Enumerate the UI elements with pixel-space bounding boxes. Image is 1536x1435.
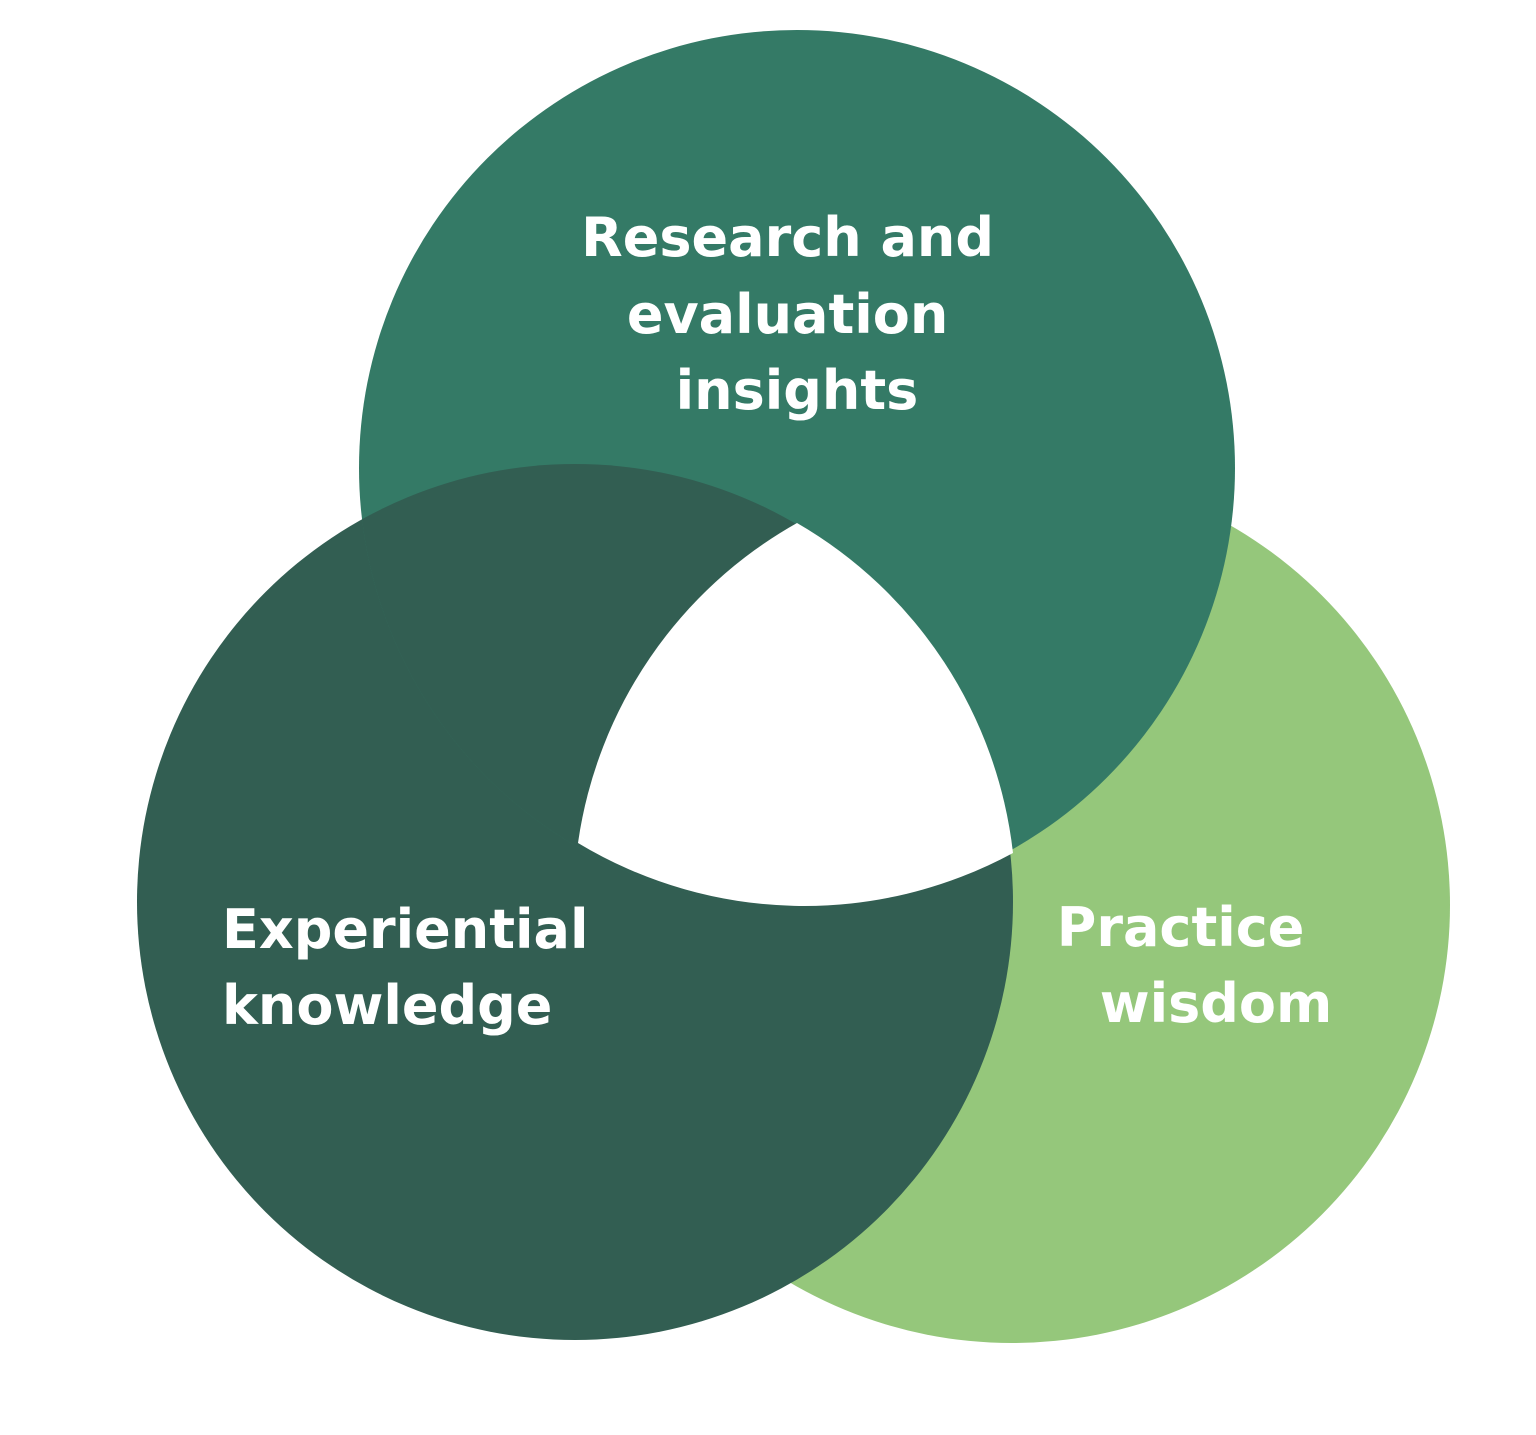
practice-label-line-2: wisdom [1100, 972, 1333, 1035]
research-label-line-3: insights [676, 359, 919, 422]
research-label-line-1: Research and [581, 206, 994, 269]
research-label: Research and evaluation insights [581, 206, 1013, 422]
practice-label: Practice wisdom [1057, 896, 1333, 1035]
experiential-label-line-1: Experiential [222, 898, 588, 961]
experiential-label-line-2: knowledge [222, 974, 552, 1037]
practice-label-line-1: Practice [1057, 896, 1305, 959]
center-intersection [578, 523, 1013, 906]
experiential-label: Experiential knowledge [222, 898, 607, 1037]
research-label-line-2: evaluation [627, 283, 949, 346]
